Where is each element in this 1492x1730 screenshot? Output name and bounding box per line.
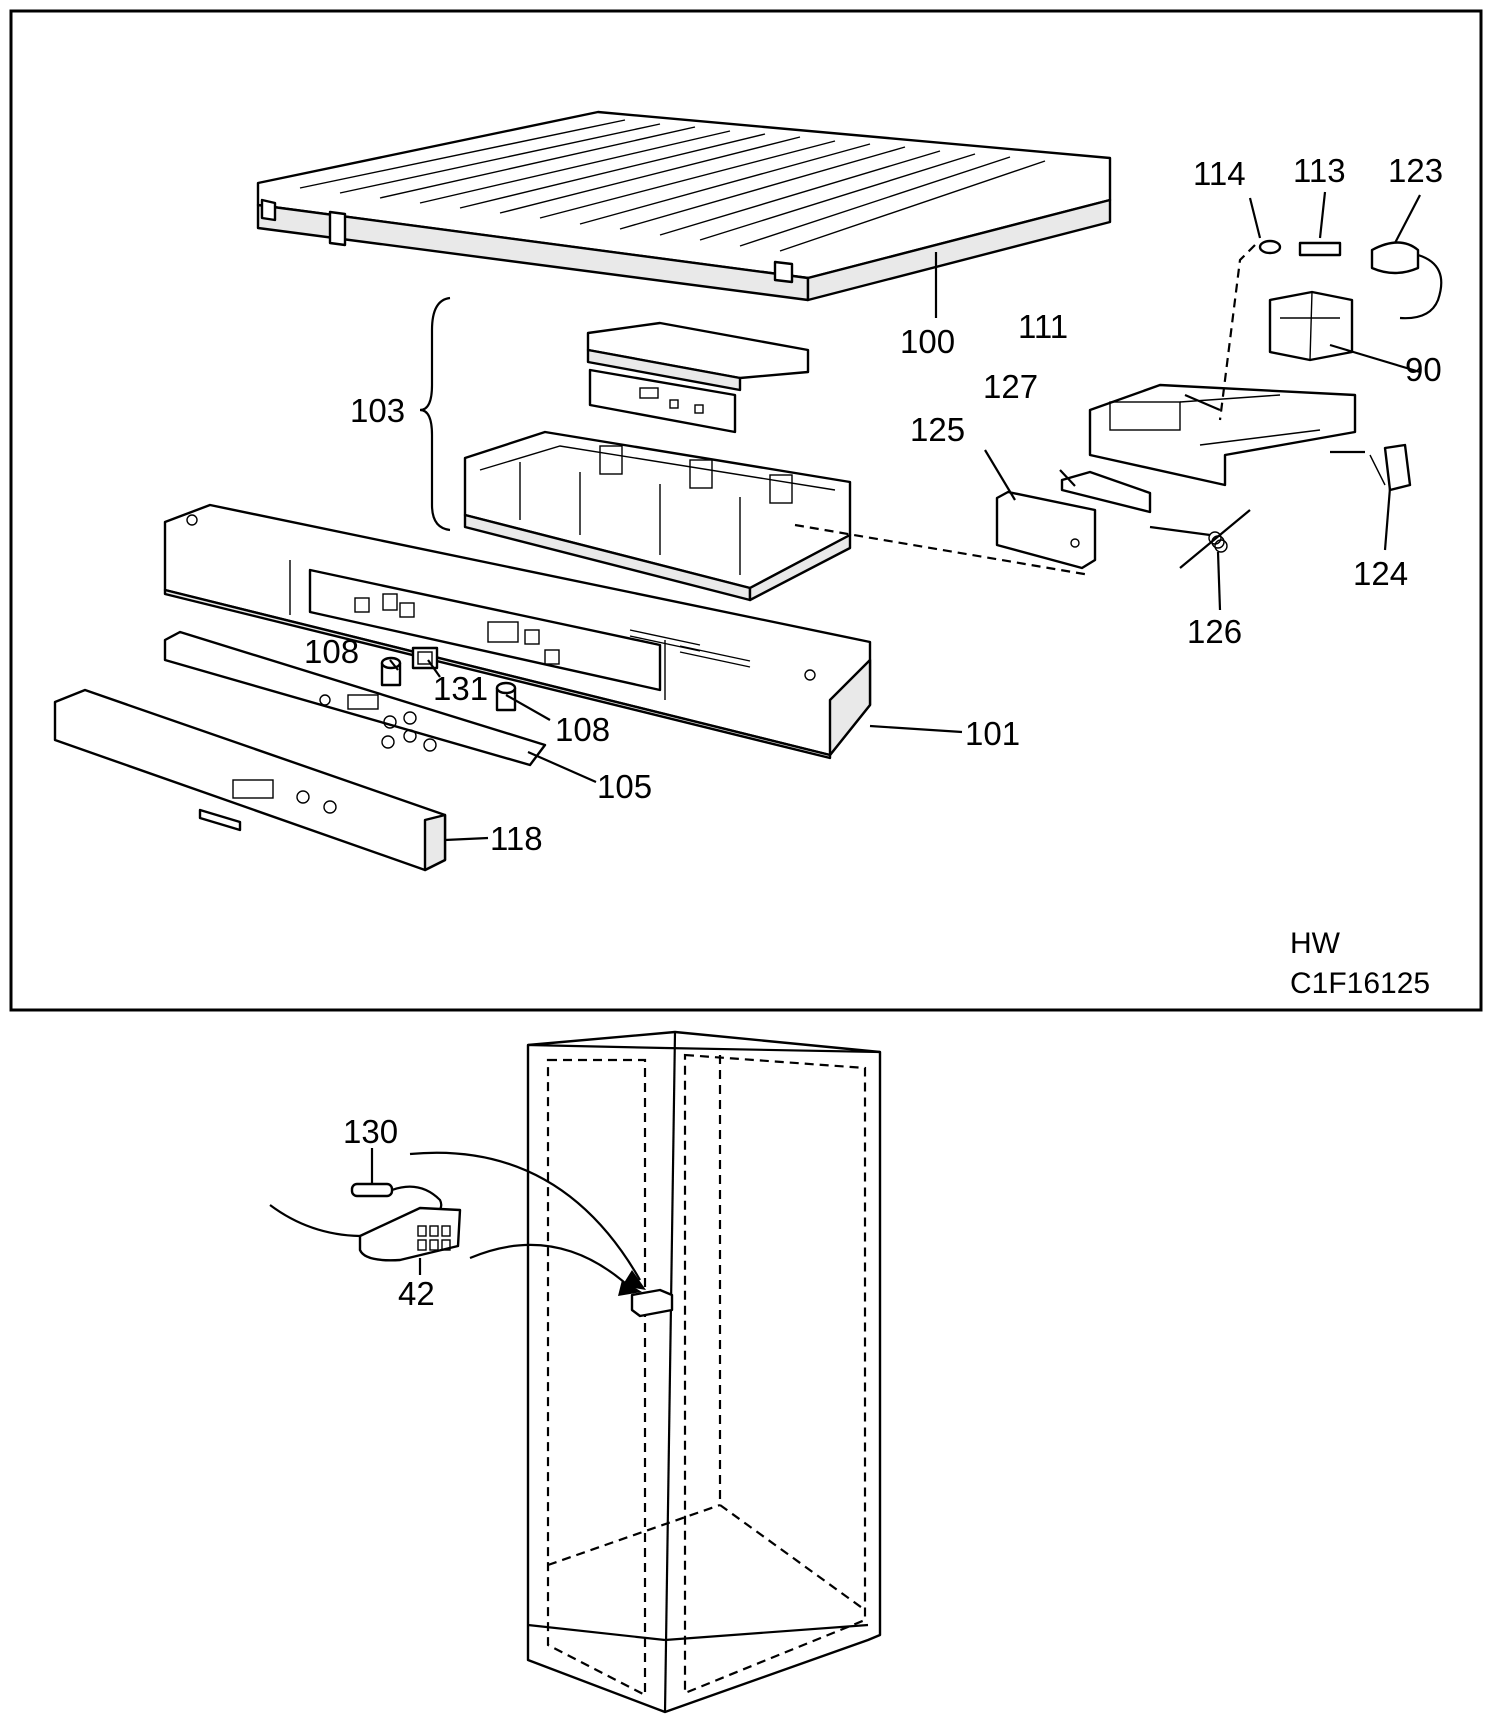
drawing-code-line-1: HW — [1290, 927, 1341, 960]
part-103-pcb — [588, 368, 737, 434]
part-103-pcb-cover — [586, 321, 810, 392]
callout-108-right: 108 — [555, 711, 610, 748]
drawing-code-line-2: C1F16125 — [1290, 967, 1430, 1000]
part-111-lamp-housing — [1088, 383, 1357, 487]
part-103-housing — [463, 430, 852, 602]
callout-103: 103 — [350, 392, 405, 429]
part-123-lamp-socket-with-cable — [1370, 241, 1443, 320]
part-124-clip — [1369, 443, 1412, 492]
callout-114: 114 — [1193, 155, 1246, 192]
callout-130: 130 — [343, 1113, 398, 1150]
callout-111: 111 — [1018, 308, 1068, 345]
leader-lines — [389, 191, 1421, 842]
callout-131: 131 — [433, 670, 488, 707]
part-126-spring — [1149, 509, 1251, 569]
cabinet — [526, 1030, 882, 1714]
callout-124: 124 — [1353, 555, 1408, 592]
callout-90: 90 — [1405, 351, 1442, 388]
part-118-front-fascia — [53, 688, 447, 872]
callout-127: 127 — [983, 368, 1038, 405]
part-42-thermostat — [269, 1204, 462, 1262]
upper-panel-frame — [9, 9, 1483, 1012]
part-131-switch — [411, 646, 439, 670]
callout-118: 118 — [490, 820, 543, 857]
callout-108-left: 108 — [304, 633, 359, 670]
callout-101: 101 — [965, 715, 1020, 752]
callout-105: 105 — [597, 768, 652, 805]
callout-125: 125 — [910, 411, 965, 448]
assembly-path-housing-to-cover — [794, 523, 1091, 577]
lower-leader-lines — [370, 1148, 641, 1293]
part-127-lamp-cover — [1060, 470, 1152, 514]
callout-42: 42 — [398, 1275, 435, 1312]
part-108-knob-right — [495, 681, 517, 712]
arrowhead-42 — [618, 1280, 642, 1296]
callout-126: 126 — [1187, 613, 1242, 650]
part-90-transformer — [1268, 290, 1354, 362]
part-113-114-lamp-and-holder — [1258, 239, 1342, 257]
callout-113: 113 — [1293, 152, 1346, 189]
part-103-bracket — [419, 296, 451, 532]
assembly-path-lamp — [1218, 244, 1256, 421]
part-100-shelf — [256, 110, 1112, 302]
callout-100: 100 — [900, 323, 955, 360]
part-125-switch-cover — [995, 490, 1097, 570]
callout-123: 123 — [1388, 152, 1443, 189]
part-42-mounted-on-cabinet — [630, 1288, 674, 1318]
part-101-control-panel-body — [163, 503, 872, 760]
